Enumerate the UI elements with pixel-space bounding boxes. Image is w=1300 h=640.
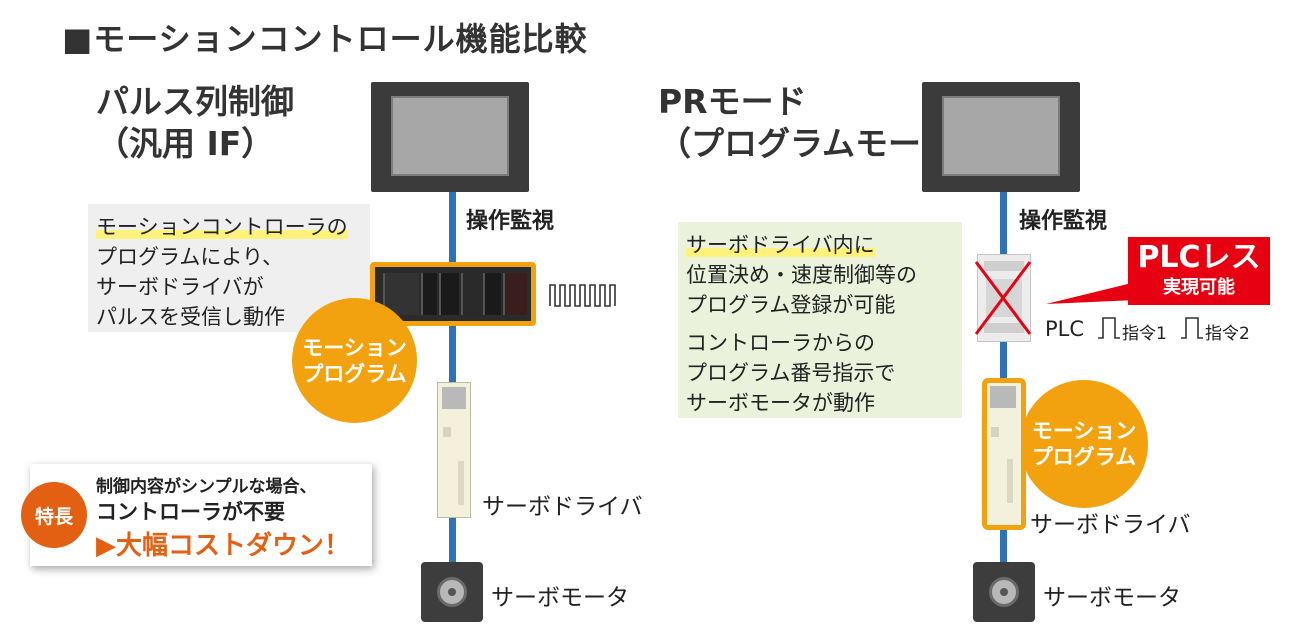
left-note-line4: パルスを受信し動作 bbox=[96, 305, 285, 329]
right-servo-driver-icon bbox=[990, 386, 1016, 408]
right-circle-line2: プログラム bbox=[1031, 445, 1137, 469]
left-servo-motor-icon bbox=[421, 562, 483, 622]
right-driver-label: サーボドライバ bbox=[1030, 512, 1191, 538]
pulse-train-icon bbox=[549, 284, 616, 307]
right-note1-line2: 位置決め・速度制御等の bbox=[686, 263, 917, 287]
right-monitor-icon bbox=[922, 82, 1080, 192]
feature-line2: コントローラが不要 bbox=[96, 500, 285, 524]
command-pulse-icon-2 bbox=[1181, 317, 1203, 339]
left-monitor-label: 操作監視 bbox=[466, 209, 555, 234]
left-servo-driver-icon bbox=[437, 382, 471, 518]
right-circle-line1: モーション bbox=[1031, 419, 1137, 443]
plcless-line2: 実現可能 bbox=[1163, 277, 1235, 298]
feature-line1: 制御内容がシンプルな場合、 bbox=[96, 477, 317, 497]
feature-box bbox=[30, 464, 372, 566]
right-note1-line1: サーボドライバ内に bbox=[686, 233, 875, 257]
feature-badge: 特長 bbox=[21, 482, 87, 548]
right-note2-line3: サーボモータが動作 bbox=[686, 391, 875, 415]
plc-label: PLC bbox=[1045, 317, 1085, 341]
left-circle-line1: モーション bbox=[302, 335, 407, 360]
left-heading-line1: パルス列制御 bbox=[96, 82, 294, 121]
left-circle-line2: プログラム bbox=[302, 361, 407, 386]
left-monitor-icon bbox=[371, 82, 529, 192]
left-note-line3: サーボドライバが bbox=[96, 275, 264, 299]
callout-pointer bbox=[1046, 282, 1136, 304]
left-heading-line2: （汎用 IF） bbox=[96, 124, 275, 163]
left-motion-program-badge: モーション プログラム bbox=[292, 298, 417, 423]
right-note2-line1: コントローラからの bbox=[686, 331, 875, 355]
right-note2-line2: プログラム番号指示で bbox=[686, 361, 896, 385]
left-motor-label: サーボモータ bbox=[491, 585, 629, 611]
feature-line3: ▶大幅コストダウン！ bbox=[96, 531, 350, 561]
right-note1-line3: プログラム登録が可能 bbox=[686, 293, 896, 317]
plcless-line1: PLCレス bbox=[1137, 240, 1261, 275]
right-servo-motor-icon bbox=[973, 562, 1035, 622]
left-note-line1: モーションコントローラの bbox=[96, 215, 348, 239]
command-1-label: 指令1 bbox=[1122, 324, 1167, 344]
cross-mark-icon bbox=[974, 261, 1032, 335]
right-servo-driver-frame bbox=[982, 378, 1026, 530]
left-driver-label: サーボドライバ bbox=[482, 494, 643, 520]
plcless-callout: PLCレス 実現可能 bbox=[1128, 237, 1270, 305]
right-monitor-label: 操作監視 bbox=[1019, 209, 1108, 234]
motion-controller-icon bbox=[370, 262, 536, 326]
right-heading-line1: PRモード bbox=[658, 82, 807, 121]
right-note: サーボドライバ内に 位置決め・速度制御等の プログラム登録が可能 コントローラか… bbox=[678, 222, 962, 418]
right-motion-program-badge: モーション プログラム bbox=[1020, 380, 1148, 508]
command-pulse-icon-1 bbox=[1098, 317, 1120, 339]
right-motor-label: サーボモータ bbox=[1043, 585, 1181, 611]
command-2-label: 指令2 bbox=[1205, 324, 1250, 344]
page-title: ■モーションコントロール機能比較 bbox=[62, 20, 588, 58]
left-note-line2: プログラムにより、 bbox=[96, 245, 284, 269]
